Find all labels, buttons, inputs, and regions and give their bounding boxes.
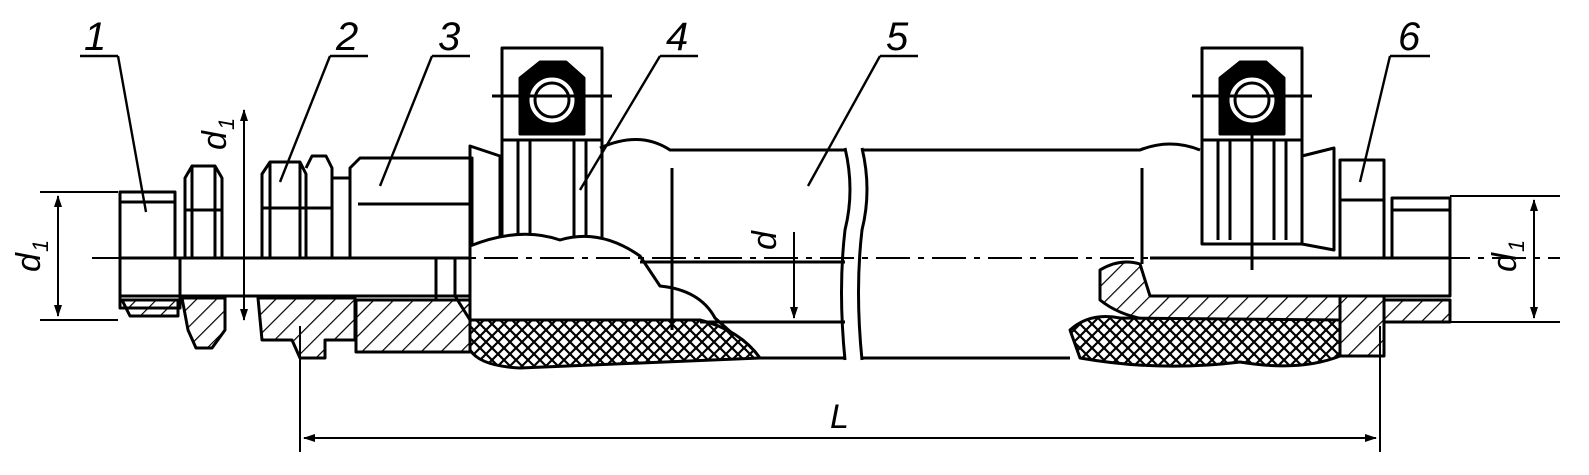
hose-clamp-left — [492, 46, 612, 246]
svg-text:1: 1 — [28, 240, 53, 252]
part-labels: 1 2 3 4 5 6 — [84, 15, 1421, 59]
label-part-5: 5 — [886, 15, 909, 59]
label-part-1: 1 — [84, 15, 106, 59]
union-nut — [180, 164, 227, 350]
ferrule-left — [468, 232, 762, 370]
label-d-bore: d — [746, 230, 784, 250]
svg-text:1: 1 — [1504, 240, 1529, 252]
svg-text:d: d — [1486, 252, 1524, 272]
leader-lines — [80, 54, 1430, 213]
label-part-2: 2 — [335, 15, 358, 59]
end-fitting-right — [1150, 146, 1452, 358]
label-d1-left: d 1 — [10, 240, 53, 272]
dimension-d-bore — [700, 232, 810, 323]
dimension-labels: d 1 d 1 d 1 d L — [10, 118, 1529, 436]
dimension-d1-right — [1450, 195, 1560, 323]
svg-text:d: d — [746, 230, 784, 250]
svg-text:1: 1 — [214, 118, 239, 130]
label-length-L: L — [830, 398, 849, 436]
dimension-length-L — [299, 326, 1381, 452]
dimension-d1-left — [40, 191, 118, 321]
ferrule-right — [1068, 260, 1342, 368]
svg-text:d: d — [10, 252, 48, 272]
label-d1-top: d 1 — [196, 118, 239, 150]
label-part-3: 3 — [438, 15, 460, 59]
label-d1-right: d 1 — [1486, 240, 1529, 272]
svg-text:d: d — [196, 130, 234, 150]
label-part-6: 6 — [1398, 15, 1421, 59]
hose-clamp-right — [1192, 46, 1312, 270]
label-part-4: 4 — [666, 15, 688, 59]
